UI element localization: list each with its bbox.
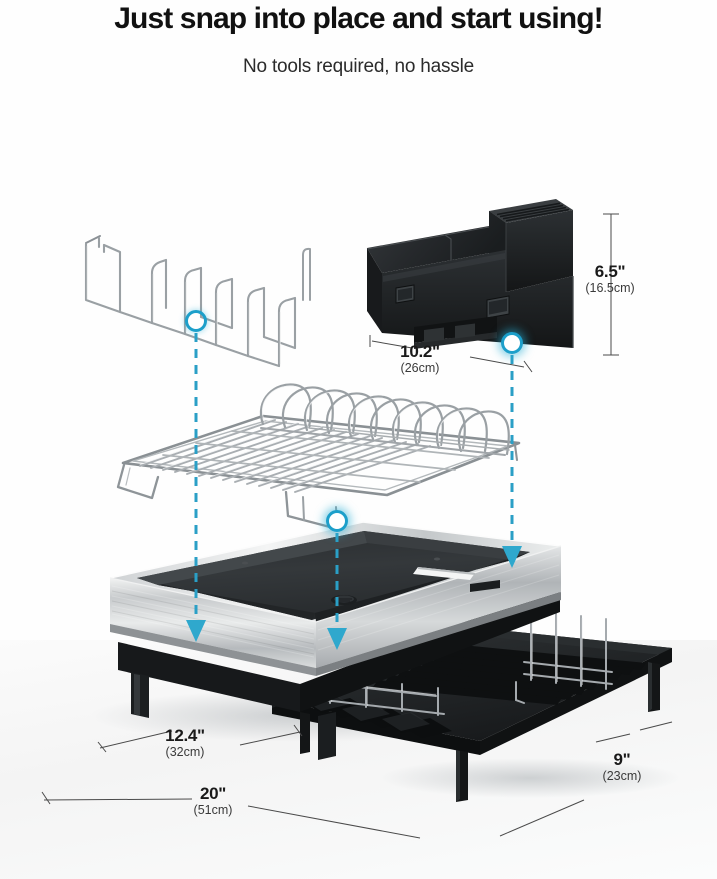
dimension-leader-lines [41, 213, 673, 839]
page-title: Just snap into place and start using! [114, 2, 603, 35]
snap-indicator-holder [501, 332, 523, 354]
snap-guide-arrowheads [186, 546, 522, 650]
snap-indicator-rack [326, 510, 348, 532]
page-subtitle: No tools required, no hassle [243, 56, 474, 77]
dimension-holder-width: 10.2" (26cm) [400, 342, 440, 375]
part-utensil-holder [366, 199, 574, 349]
dimension-depth: 12.4" (32cm) [165, 726, 205, 759]
dimension-height: 6.5" (16.5cm) [585, 262, 635, 295]
snap-indicator-hooks [185, 310, 207, 332]
part-cup-hook-rack [84, 235, 311, 368]
part-dish-rack [116, 383, 521, 536]
part-steel-tray [109, 521, 562, 760]
dimension-width: 20" (51cm) [193, 784, 233, 817]
dimension-board-depth: 9" (23cm) [602, 750, 642, 783]
